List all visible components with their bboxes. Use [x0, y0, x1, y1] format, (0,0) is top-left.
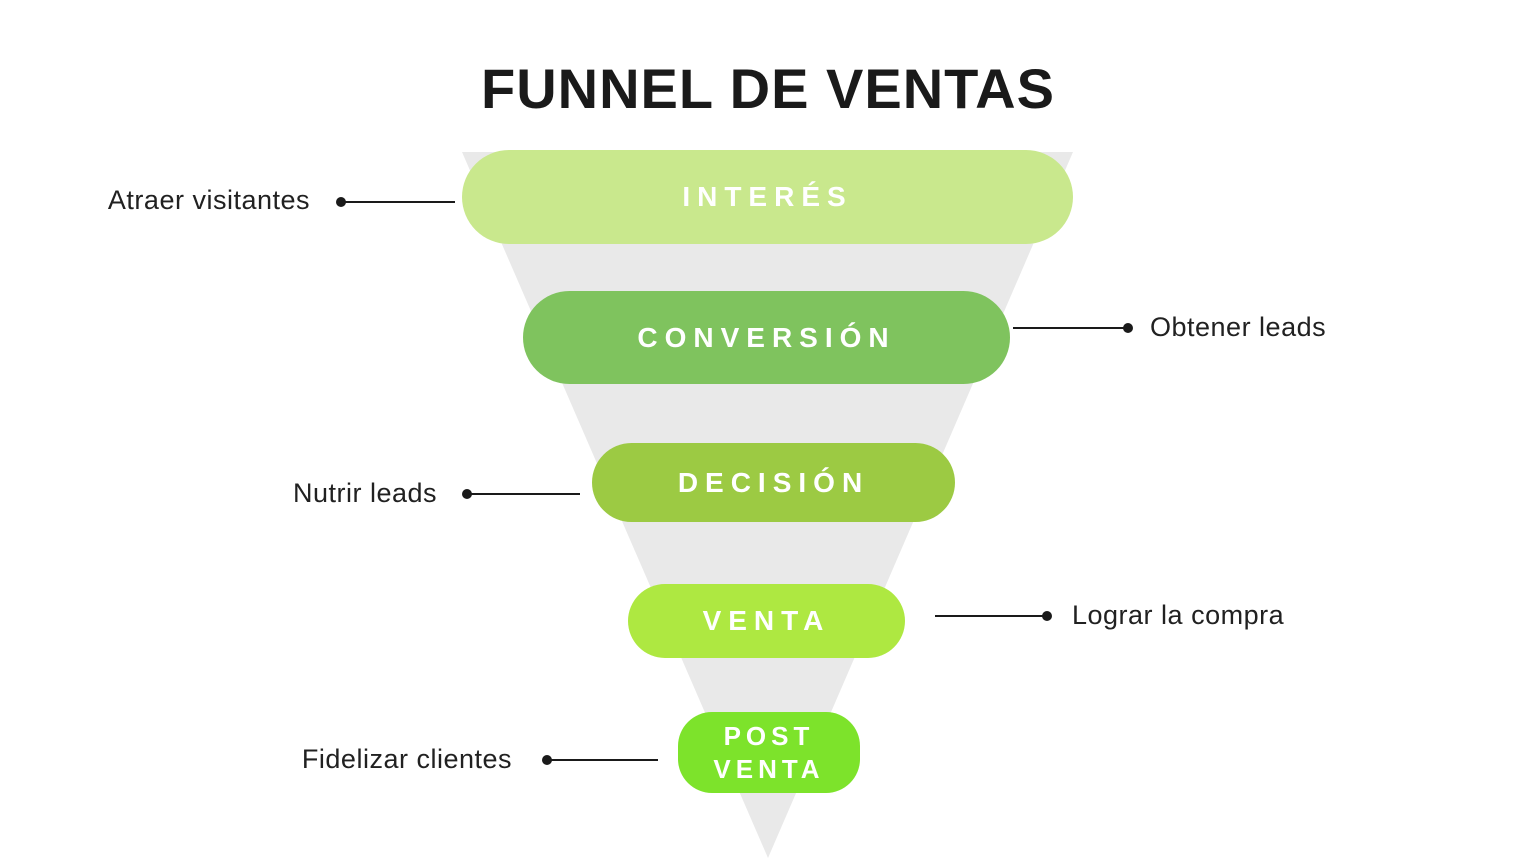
funnel-stage-label: INTERÉS [682, 181, 853, 212]
connector-line [341, 201, 455, 203]
funnel-stage-venta: VENTA [628, 584, 905, 658]
annotation-fidelizar-clientes: Fidelizar clientes [301, 744, 512, 774]
funnel-stage-label: DECISIÓN [677, 466, 870, 498]
funnel-stage-conversion: CONVERSIÓN [523, 291, 1010, 384]
funnel-stage-post-venta: POST VENTA [678, 712, 860, 793]
funnel-stage-label: CONVERSIÓN [637, 321, 896, 353]
connector-line [467, 493, 580, 495]
connector-dot [1042, 611, 1052, 621]
connector-line [935, 615, 1047, 617]
connector-line [547, 759, 658, 761]
annotation-obtener-leads: Obtener leads [1150, 312, 1327, 342]
funnel-stage-decision: DECISIÓN [592, 443, 955, 522]
annotation-nutrir-leads: Nutrir leads [292, 478, 437, 508]
connector-dot [1123, 323, 1133, 333]
connector-line [1013, 327, 1128, 329]
funnel-stage-label: POST VENTA [713, 720, 825, 784]
funnel-stage-label: VENTA [702, 605, 831, 636]
annotation-atraer-visitantes: Atraer visitantes [107, 185, 310, 215]
annotation-lograr-la-compra: Lograr la compra [1072, 600, 1285, 630]
funnel-stage-interes: INTERÉS [462, 150, 1073, 244]
page-title: FUNNEL DE VENTAS [481, 57, 1055, 120]
